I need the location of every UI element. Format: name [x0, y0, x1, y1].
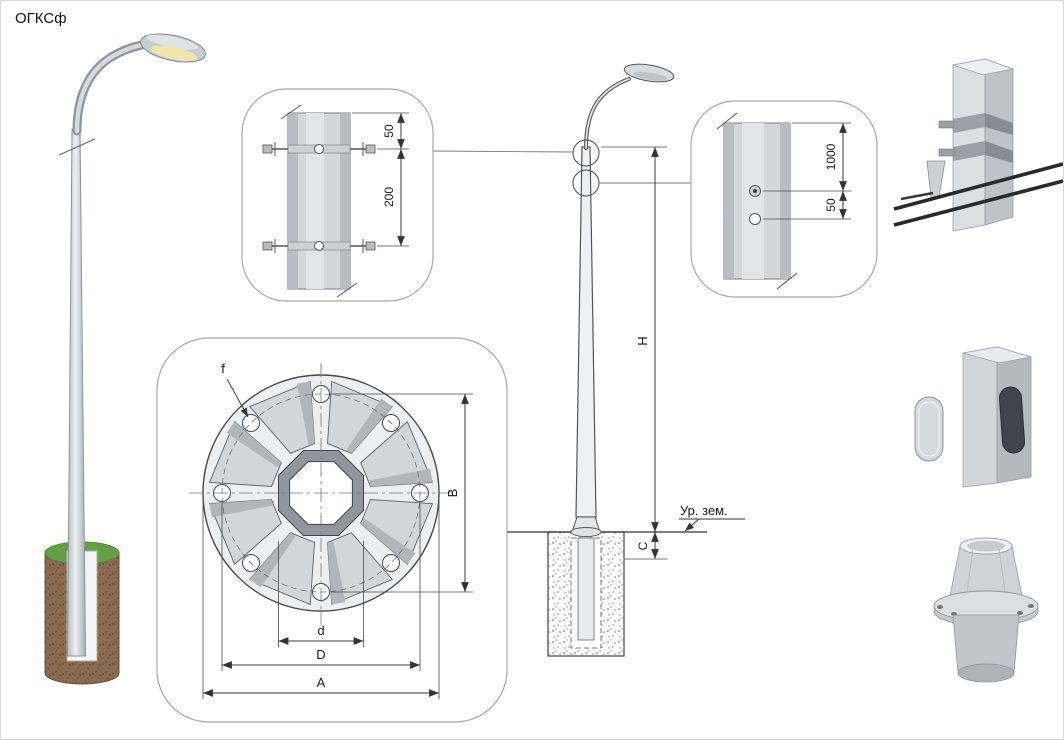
callout-clamp-detail: 50 200: [241, 88, 434, 302]
flange-bolt: [1028, 604, 1034, 608]
dim-label-f: f: [221, 361, 225, 376]
luminaire-elevation: [623, 63, 675, 83]
break-mark: [776, 272, 798, 290]
dim-label-C: C: [636, 541, 650, 550]
base-collar: [570, 527, 602, 537]
clamp-row-lower: [262, 239, 376, 253]
detail-marker-upper: [572, 139, 600, 167]
pole-face-left: [962, 346, 998, 488]
dim-label-50: 50: [382, 124, 396, 138]
detail-3d-base-shoe: [933, 537, 1039, 683]
pole-shaft-outline: [575, 146, 597, 518]
luminaire-3d: [140, 33, 206, 63]
clamp-bolt: [938, 120, 955, 129]
break-mark: [336, 282, 358, 298]
callout-hole-detail: 1000 50: [690, 100, 878, 298]
break-mark: [280, 104, 302, 120]
ground-level-label: Ур. зем.: [680, 503, 728, 518]
detail-3d-wire-clamp: [893, 58, 1063, 232]
cable: [893, 162, 1063, 211]
lamp-glow: [150, 45, 198, 62]
flange-geometry: [208, 380, 434, 606]
band-clamp: [953, 141, 985, 161]
pole-elevation: H C Ур. зем.: [432, 63, 745, 657]
dim-label-H: H: [635, 336, 650, 345]
callout-flange-plan: f B d D A: [156, 337, 508, 723]
mounting-hole: [749, 213, 761, 225]
dim-label-50b: 50: [824, 198, 838, 212]
ground-level-arrow: [684, 518, 700, 532]
flange-bolt-hole: [382, 554, 400, 572]
door-cover: [914, 396, 944, 462]
clamp-bolt: [938, 148, 955, 157]
break-mark: [58, 138, 96, 156]
detail-3d-door: [914, 346, 1032, 488]
shoe-bottom: [957, 663, 1015, 683]
pole-top-cap: [951, 58, 1015, 76]
pole-3d-view: [44, 33, 206, 685]
flange-bolt: [937, 605, 943, 609]
pole-top-cap: [962, 346, 1032, 364]
leader-f: [226, 378, 249, 418]
pole-shaft-3d: [66, 128, 87, 657]
flange-bolt-hole: [242, 414, 260, 432]
dim-label-d: d: [317, 623, 324, 638]
embedded-shaft: [577, 537, 595, 641]
cable: [893, 179, 1063, 227]
door-opening: [998, 386, 1026, 454]
cable-tail: [900, 191, 934, 201]
cone-insulator: [926, 160, 946, 198]
clamp-row-upper: [262, 142, 376, 156]
dim-label-1000: 1000: [824, 143, 838, 170]
band-clamp: [953, 113, 985, 133]
dim-label-A: A: [317, 675, 326, 690]
break-mark: [716, 112, 738, 130]
dim-label-D: D: [316, 647, 325, 662]
dim-label-B: B: [445, 489, 460, 498]
flange-bolt: [1017, 611, 1023, 615]
drawing-title: ОГКСф: [15, 10, 67, 27]
dim-label-200: 200: [382, 187, 396, 207]
pole-arm-outline: [584, 77, 631, 150]
leader-to-clamp-detail: [432, 150, 574, 153]
